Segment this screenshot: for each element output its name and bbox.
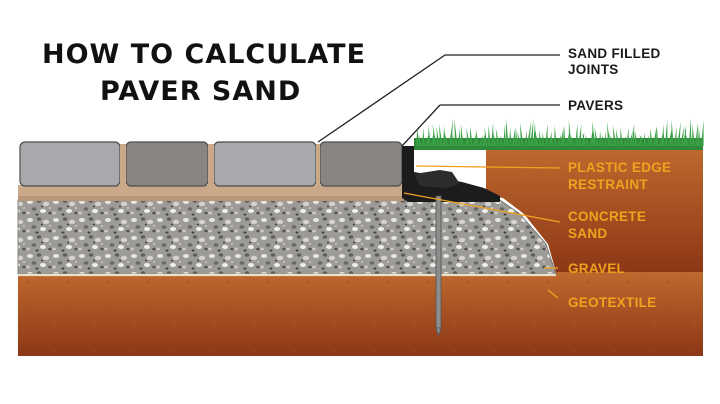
label-concrete-sand-2: SAND [568,226,607,241]
soil-texture [18,270,703,356]
label-geotextile: GEOTEXTILE [568,295,657,310]
label-plastic-edge-restraint-1: PLASTIC EDGE [568,160,671,175]
leader-sand-filled-joints [317,54,446,143]
label-concrete-sand-1: CONCRETE [568,209,646,224]
label-gravel: GRAVEL [568,261,625,276]
grass [414,118,704,150]
edge-restraint-spike [435,195,442,329]
leader-pavers [401,104,441,147]
paver-2 [125,141,209,187]
plastic-edge-restraint [402,146,500,202]
leader-edge-restraint [415,165,561,169]
gravel-base [17,199,557,275]
paver-1 [19,141,121,187]
paver-4 [319,141,403,187]
paver-3 [213,141,317,187]
label-pavers: PAVERS [568,98,623,113]
sand-joint [316,144,320,186]
edge-restraint-top [414,170,460,188]
label-plastic-edge-restraint-2: RESTRAINT [568,177,648,192]
pavers [19,141,403,187]
sand-joint [208,144,214,186]
leader-concrete-sand [403,192,561,223]
title-line-1: HOW TO CALCULATE [42,39,366,70]
label-sand-filled-joints-1: SAND FILLED [568,46,661,61]
title-line-2: PAVER SAND [100,76,301,107]
concrete-sand-layer-strip [18,196,404,201]
leader-geotextile [547,289,559,299]
spike-tip [435,327,442,338]
soil-right-bank [400,146,703,272]
label-sand-filled-joints-2: JOINTS [568,62,619,77]
sand-joint [120,144,126,186]
